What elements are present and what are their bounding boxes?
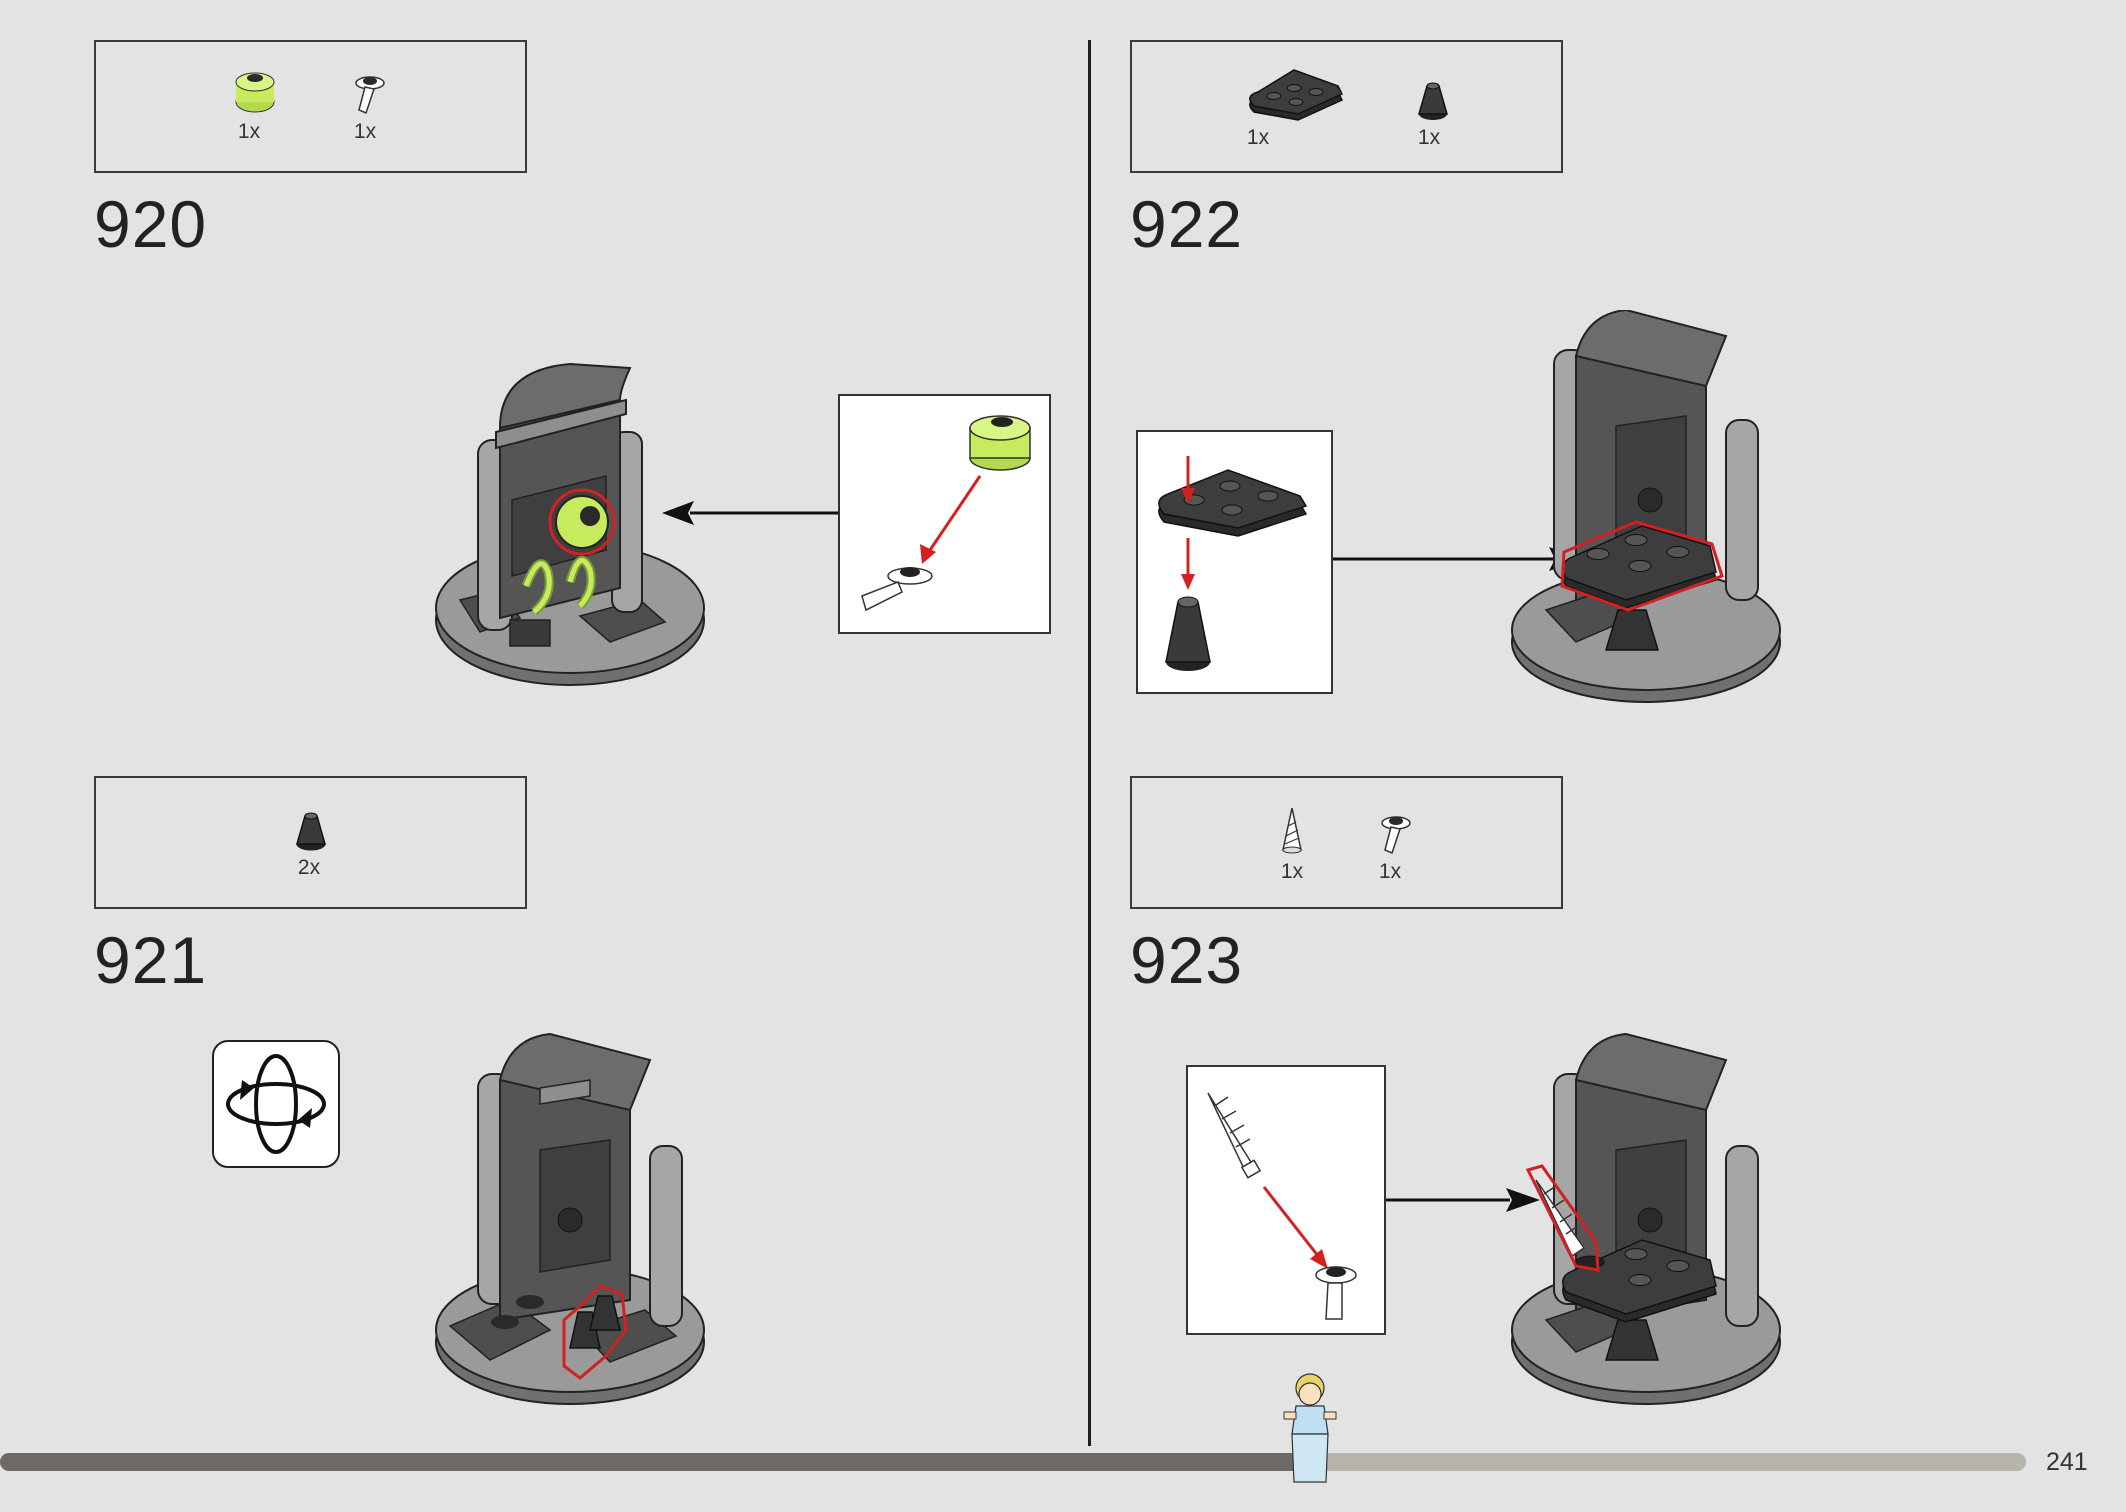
part-quantity: 1x [353,120,377,143]
part-quantity: 1x [237,120,261,143]
part-quantity: 1x [1417,126,1441,149]
manual-progress-bar [0,1453,2026,1471]
callout-920 [838,394,1051,634]
black-clip-bar-piece-icon [355,76,385,115]
rotate-model-icon [212,1040,340,1168]
arrow-923 [1386,1188,1540,1212]
parts-box-step-921: 2x [94,776,527,909]
callout-922 [1136,430,1333,694]
step-number-921: 921 [94,923,208,997]
black-rounded-plate-2x3-icon [1249,69,1344,121]
callout-923 [1186,1065,1386,1335]
black-cone-piece-icon [296,812,326,851]
white-drill-cone-icon [1282,807,1302,854]
parts-box-step-920: 1x 1x [94,40,527,173]
build-model-step-922 [1511,310,1781,703]
arrow-920 [662,501,840,525]
page-number: 241 [2046,1448,2088,1476]
page-divider [1088,40,1091,1446]
part-quantity: 1x [1280,860,1304,883]
parts-box-step-923: 1x 1x [1130,776,1563,909]
black-clip-bar-piece-icon [1381,816,1411,855]
step-number-920: 920 [94,187,208,261]
build-model-step-920 [435,362,705,686]
black-cone-piece-icon [1418,82,1448,120]
part-quantity: 1x [1246,126,1270,149]
lime-transparent-round-brick-icon [235,72,275,113]
parts-box-step-922: 1x 1x [1130,40,1563,173]
part-quantity: 2x [297,856,321,879]
part-quantity: 1x [1378,860,1402,883]
build-model-step-921 [435,1032,705,1405]
step-number-922: 922 [1130,187,1244,261]
minifigure-icon [1283,1373,1337,1483]
manual-progress-fill [0,1453,1297,1471]
build-model-step-923 [1511,1032,1781,1405]
step-number-923: 923 [1130,923,1244,997]
